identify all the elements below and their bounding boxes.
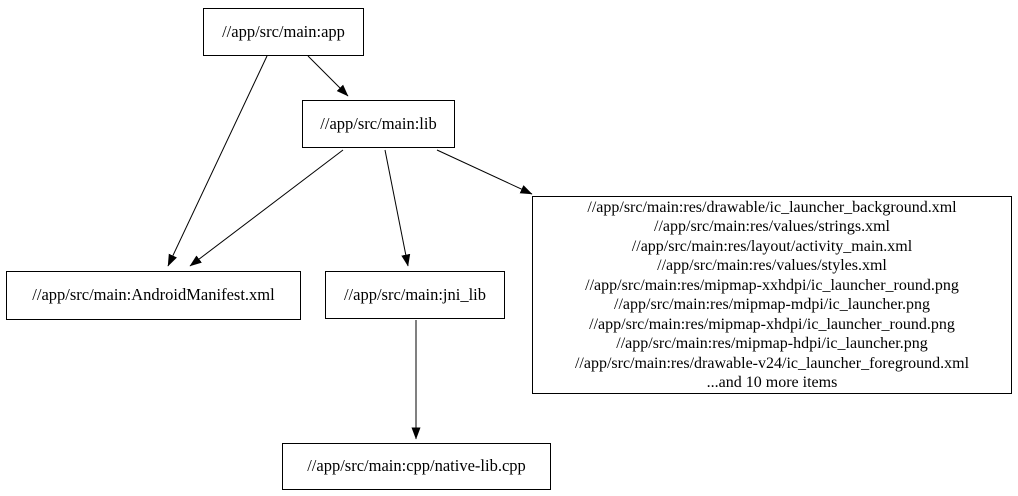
resources-more-items-label: ...and 10 more items xyxy=(706,374,838,391)
resources-line: //app/src/main:res/layout/activity_main.… xyxy=(631,237,913,255)
node-app: //app/src/main:app xyxy=(203,8,364,56)
resources-line: //app/src/main:res/drawable/ic_launcher_… xyxy=(587,198,957,216)
edge-lib-to-jnilib xyxy=(384,149,411,267)
resources-line: //app/src/main:res/mipmap-xxhdpi/ic_laun… xyxy=(585,276,959,294)
node-android-manifest: //app/src/main:AndroidManifest.xml xyxy=(6,271,301,320)
node-lib: //app/src/main:lib xyxy=(302,100,455,148)
resources-line: //app/src/main:res/values/strings.xml xyxy=(654,218,890,235)
node-lib-label: //app/src/main:lib xyxy=(320,113,437,133)
resources-line: //app/src/main:res/mipmap-mdpi/ic_launch… xyxy=(614,296,930,313)
resources-line: //app/src/main:res/mipmap-hdpi/ic_launch… xyxy=(616,335,928,352)
node-app-label: //app/src/main:app xyxy=(222,21,345,41)
edge-app-to-manifest xyxy=(167,55,268,267)
node-jni-lib-label: //app/src/main:jni_lib xyxy=(343,284,487,304)
resources-line: //app/src/main:res/mipmap-xhdpi/ic_launc… xyxy=(589,315,955,333)
node-resources-group: //app/src/main:res/drawable/ic_launcher_… xyxy=(532,196,1012,394)
node-jni-lib: //app/src/main:jni_lib xyxy=(325,271,505,319)
edge-app-to-lib xyxy=(307,55,349,97)
node-android-manifest-label: //app/src/main:AndroidManifest.xml xyxy=(32,285,275,305)
edge-lib-to-manifest xyxy=(189,149,344,267)
edge-lib-to-resources xyxy=(436,149,533,195)
resources-line: //app/src/main:res/values/styles.xml xyxy=(657,257,887,274)
node-native-lib-cpp-label: //app/src/main:cpp/native-lib.cpp xyxy=(307,456,526,476)
resources-line: //app/src/main:res/drawable-v24/ic_launc… xyxy=(574,354,970,372)
node-native-lib-cpp: //app/src/main:cpp/native-lib.cpp xyxy=(282,443,551,490)
